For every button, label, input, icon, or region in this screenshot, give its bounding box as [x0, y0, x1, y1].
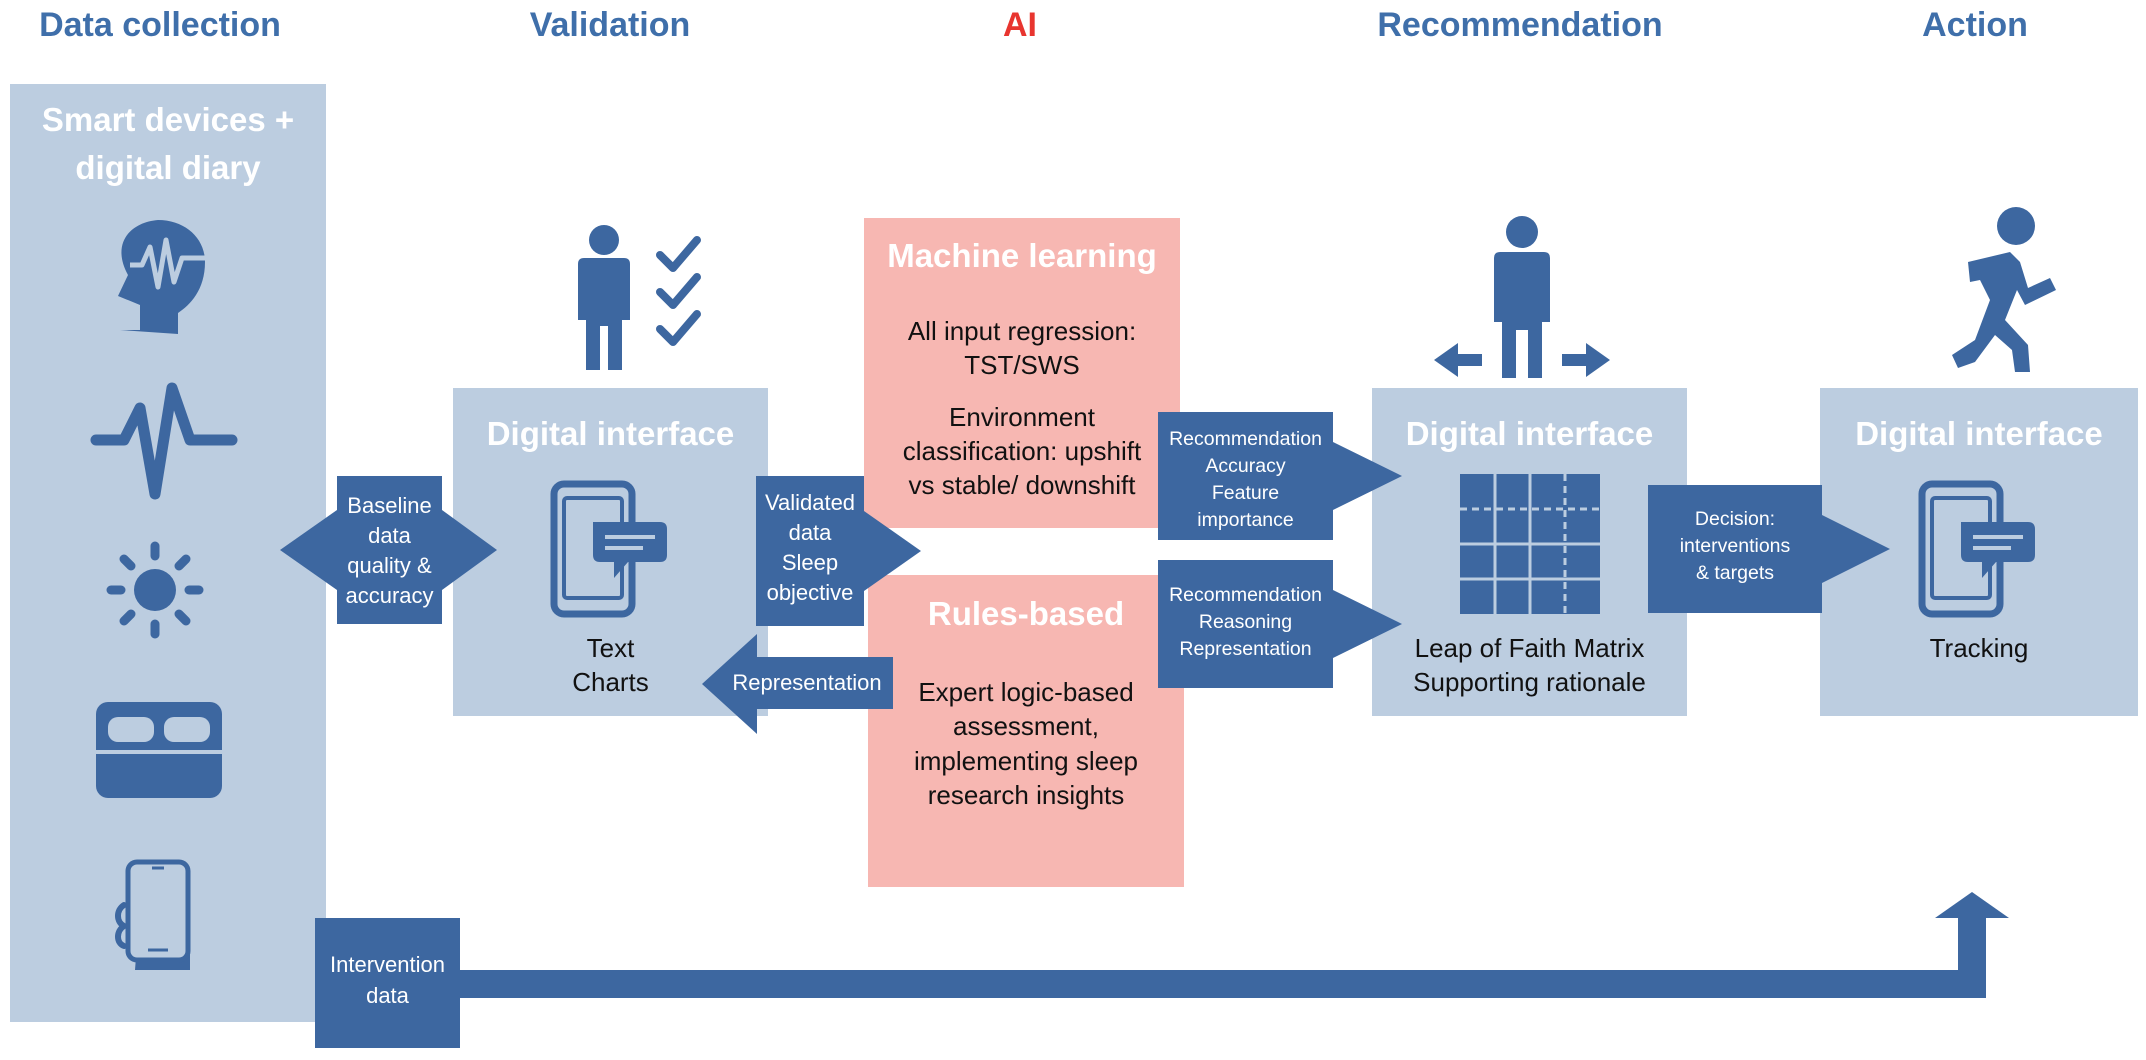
decision-line3: & targets: [1695, 562, 1775, 584]
sun-icon: [106, 541, 204, 639]
running-person-icon: [1952, 207, 2056, 372]
validated-line3: Sleep: [781, 550, 839, 575]
header-data-collection: Data collection: [39, 6, 281, 44]
phone-chat-icon-action: [1918, 480, 2035, 618]
validated-line2: data: [788, 520, 832, 545]
intervention-line2: data: [366, 983, 409, 1008]
ml-line1: All input regression:: [907, 316, 1137, 346]
smartphone-icon: [115, 859, 191, 970]
heartbeat-icon: [90, 382, 238, 500]
brain-wave-icon: [118, 220, 205, 334]
ml-line5: vs stable/ downshift: [908, 470, 1136, 500]
rules-line3: implementing sleep: [913, 746, 1138, 776]
rules-line4: research insights: [927, 780, 1125, 810]
baseline-double-arrow: [280, 476, 497, 624]
rules-line1: Expert logic-based: [918, 677, 1134, 707]
action-line1: Tracking: [1929, 633, 2029, 663]
rules-based-title: Rules-based: [927, 595, 1125, 632]
decision-line1: Decision:: [1694, 508, 1776, 530]
smart-devices-title-line1: Smart devices +: [41, 101, 295, 138]
rules-line2: assessment,: [953, 711, 1099, 741]
header-action: Action: [1922, 6, 2028, 44]
rec-top-line1: Recommendation: [1169, 428, 1322, 450]
person-checklist-icon: [578, 225, 701, 370]
action-panel-title: Digital interface: [1855, 415, 2103, 452]
ml-line2: TST/SWS: [964, 350, 1080, 380]
intervention-long-arrow: [315, 892, 2009, 998]
baseline-line2: data: [368, 523, 411, 548]
intervention-box: [315, 918, 460, 1048]
header-recommendation: Recommendation: [1377, 6, 1663, 44]
baseline-line3: quality &: [347, 553, 432, 578]
recommendation-panel-title: Digital interface: [1405, 415, 1654, 452]
person-choice-icon: [1434, 216, 1610, 378]
representation-arrow: [702, 634, 893, 734]
decision-line2: interventions: [1679, 535, 1791, 557]
validated-data-arrow: [756, 476, 921, 626]
intervention-line1: Intervention: [330, 952, 445, 977]
rec-bottom-line2: Reasoning: [1198, 611, 1293, 633]
validated-line4: objective: [766, 580, 854, 605]
rules-based-box: [868, 575, 1184, 887]
ml-line4: classification: upshift: [902, 436, 1142, 466]
recommendation-line2: Supporting rationale: [1413, 667, 1646, 697]
recommendation-reasoning-arrow: [1158, 560, 1402, 688]
validation-text-line1: Text: [586, 633, 635, 663]
rec-top-line3: Feature: [1211, 482, 1280, 504]
validation-text-line2: Charts: [572, 667, 649, 697]
matrix-grid-icon: [1460, 474, 1600, 614]
bed-icon: [96, 702, 222, 798]
validation-panel-title: Digital interface: [486, 415, 735, 452]
rec-bottom-line1: Recommendation: [1169, 584, 1322, 606]
recommendation-line1: Leap of Faith Matrix: [1414, 633, 1645, 663]
representation-label: Representation: [732, 670, 882, 695]
decision-arrow: [1648, 485, 1890, 613]
validated-line1: Validated: [764, 490, 856, 515]
header-validation: Validation: [529, 6, 691, 44]
rec-top-line2: Accuracy: [1205, 455, 1286, 477]
phone-chat-icon: [550, 480, 667, 618]
ml-line3: Environment: [949, 402, 1095, 432]
recommendation-accuracy-arrow: [1158, 412, 1402, 540]
header-ai: AI: [1003, 6, 1037, 44]
rec-bottom-line3: Representation: [1179, 638, 1312, 660]
baseline-line4: accuracy: [345, 583, 434, 608]
machine-learning-title: Machine learning: [887, 237, 1157, 274]
machine-learning-box: [864, 218, 1180, 528]
rec-top-line4: importance: [1197, 509, 1294, 531]
baseline-line1: Baseline: [347, 493, 432, 518]
smart-devices-title-line2: digital diary: [75, 149, 261, 186]
